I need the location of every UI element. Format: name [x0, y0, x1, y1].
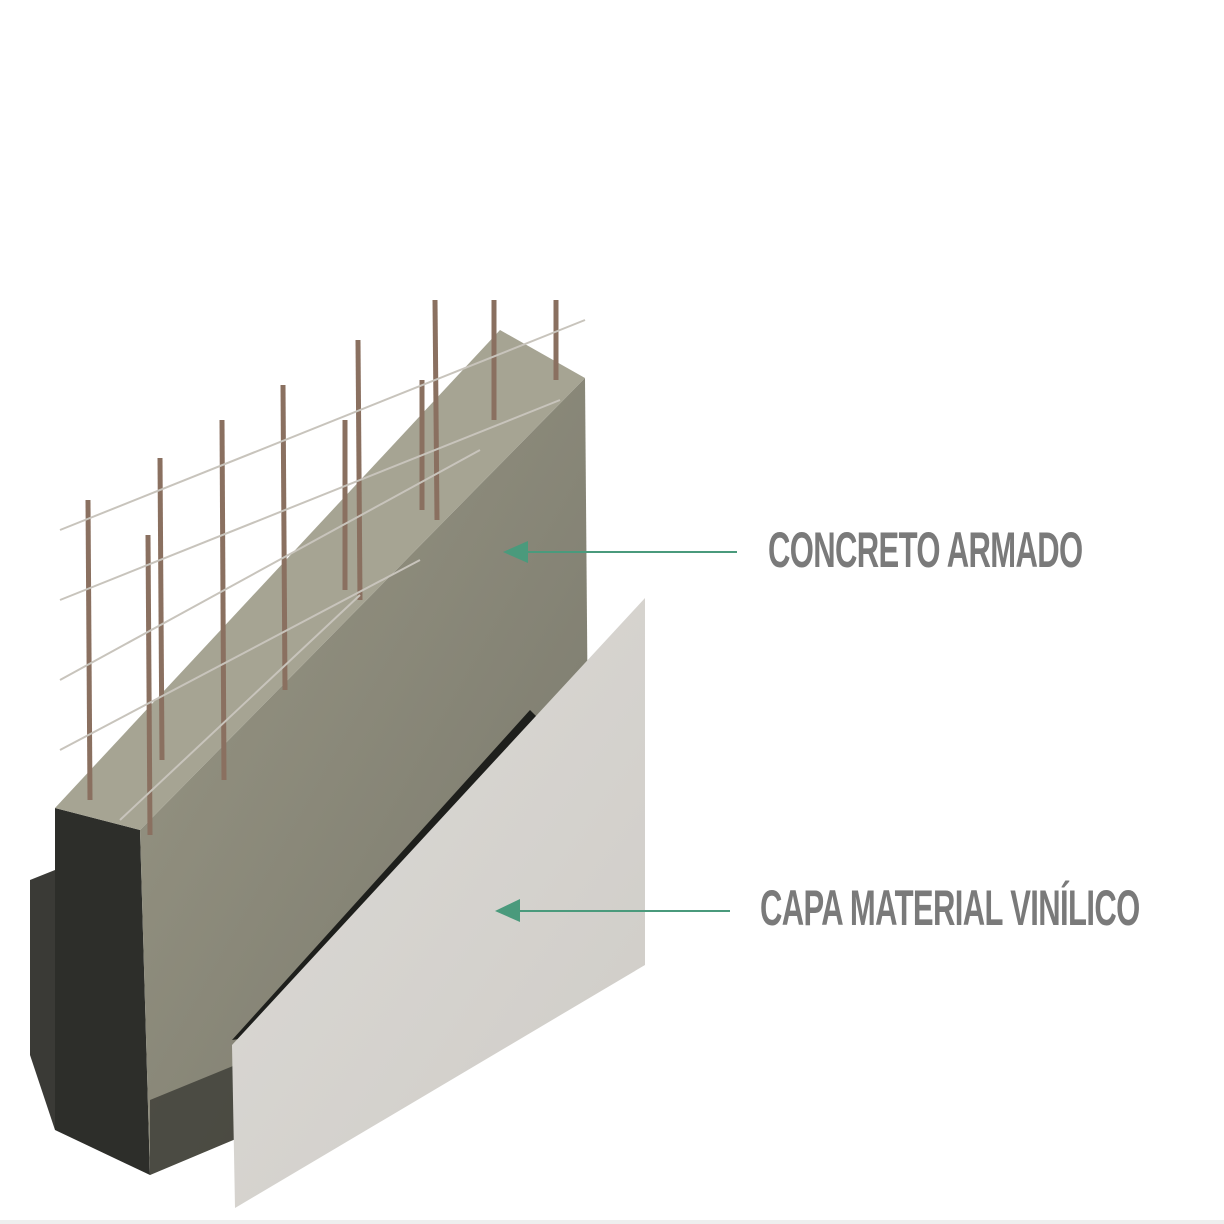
vinyl-layer	[232, 598, 645, 1208]
vinyl-shadow	[232, 710, 540, 1040]
wall-end-face	[55, 808, 150, 1175]
label-vinyl: CAPA MATERIAL VINÍLICO	[760, 880, 1140, 936]
arrowhead-icon	[495, 899, 520, 922]
arrow-concrete	[503, 541, 737, 563]
vinyl-sheet	[232, 598, 645, 1208]
rebar-horizontals	[59, 319, 586, 821]
wall-top-face	[55, 330, 585, 830]
arrow-vinyl	[495, 899, 730, 922]
label-concrete: CONCRETO ARMADO	[768, 522, 1083, 578]
wall-shadow	[30, 870, 55, 1130]
rebar-grid	[85, 299, 559, 836]
bottom-divider	[0, 1220, 1224, 1224]
arrowhead-icon	[503, 541, 528, 563]
